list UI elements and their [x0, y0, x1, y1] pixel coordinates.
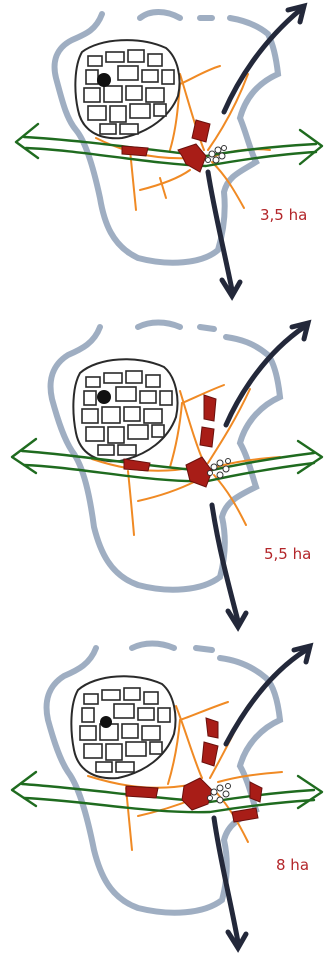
- historic-city: [72, 358, 179, 463]
- site-boundary: [47, 319, 284, 593]
- transit-arrow-south: [211, 815, 249, 953]
- area-label: 5,5 ha: [264, 545, 312, 563]
- historic-city: [74, 39, 181, 140]
- city-centre-dot: [100, 716, 112, 728]
- scenario-panel-3: 8 ha: [0, 640, 326, 963]
- green-axis-arrow: [10, 770, 324, 814]
- green-axis-arrow: [14, 122, 324, 168]
- site-sketch-1: [14, 2, 324, 301]
- area-label: 3,5 ha: [260, 206, 308, 224]
- site-sketch-2: [10, 319, 324, 632]
- development-blocks: [121, 119, 211, 173]
- transit-arrow-north: [221, 2, 308, 115]
- city-centre-dot: [97, 390, 111, 404]
- station-node: [207, 458, 231, 479]
- development-blocks: [125, 717, 263, 823]
- station-node: [207, 783, 231, 804]
- historic-city: [70, 675, 177, 780]
- area-label: 8 ha: [276, 856, 310, 874]
- site-sketch-3: [10, 640, 324, 953]
- transit-arrow-south: [205, 169, 243, 301]
- site-boundary: [51, 9, 282, 266]
- transit-arrow-north: [223, 319, 312, 428]
- city-centre-dot: [97, 73, 111, 87]
- site-boundary: [43, 640, 284, 916]
- scenario-panel-1: 3,5 ha: [0, 0, 326, 321]
- green-axis-arrow: [10, 437, 324, 483]
- scenario-panel-2: 5,5 ha: [0, 319, 326, 642]
- transit-arrow-south: [209, 502, 249, 632]
- transit-arrow-north: [223, 642, 314, 747]
- station-node: [205, 145, 227, 164]
- development-blocks: [123, 394, 217, 488]
